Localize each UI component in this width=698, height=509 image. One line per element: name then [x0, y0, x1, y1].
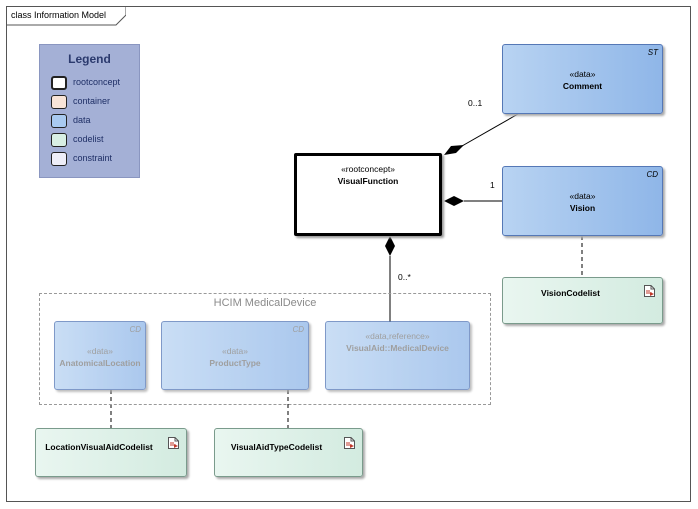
class-name: LocationVisualAidCodelist	[45, 442, 153, 452]
type-tag: CD	[129, 325, 141, 334]
class-visual-aid-type-codelist[interactable]: VisualAidTypeCodelist	[214, 428, 363, 477]
class-product-type[interactable]: CD «data» ProductType	[161, 321, 309, 390]
class-visual-function[interactable]: «rootconcept» VisualFunction	[294, 153, 442, 236]
codelist-document-icon	[168, 437, 179, 449]
legend-swatch-data	[51, 114, 67, 128]
class-name: VisualFunction	[337, 176, 399, 186]
class-stereotype: «data»	[569, 191, 596, 201]
type-tag: ST	[647, 48, 658, 57]
legend-swatch-container	[51, 95, 67, 109]
vision-composition-diamond	[444, 196, 464, 206]
legend-swatch-rootconcept	[51, 76, 67, 90]
legend-swatch-constraint	[51, 152, 67, 166]
class-stereotype: «data»	[87, 346, 113, 356]
frame-title: class Information Model	[11, 10, 107, 20]
type-tag: CD	[646, 170, 658, 179]
legend-label: container	[73, 96, 111, 106]
legend-swatch-codelist	[51, 133, 67, 147]
class-anatomical-location[interactable]: CD «data» AnatomicalLocation	[54, 321, 146, 390]
multiplicity-comment: 0..1	[468, 98, 483, 108]
class-vision-codelist[interactable]: VisionCodelist	[502, 277, 663, 324]
comment-composition-diamond	[444, 145, 464, 155]
legend-title: Legend	[68, 52, 111, 66]
legend-label: rootconcept	[73, 77, 121, 87]
class-name: Comment	[562, 81, 603, 91]
class-location-visual-aid-codelist[interactable]: LocationVisualAidCodelist	[35, 428, 187, 477]
package-label: HCIM MedicalDevice	[213, 297, 317, 309]
class-stereotype: «rootconcept»	[341, 164, 395, 174]
multiplicity-visual-aid: 0..*	[398, 272, 411, 282]
class-name: VisionCodelist	[541, 288, 600, 298]
package-hcim-medicaldevice[interactable]: HCIM MedicalDevice	[39, 293, 491, 405]
class-name: ProductType	[209, 358, 261, 368]
class-vision[interactable]: CD «data» Vision	[502, 166, 663, 236]
comment-association-line	[454, 113, 519, 151]
multiplicity-vision: 1	[490, 180, 495, 190]
class-name: AnatomicalLocation	[59, 358, 141, 368]
frame-title-tab: class Information Model	[6, 6, 126, 26]
class-name: Vision	[569, 203, 596, 213]
class-visual-aid-medical-device[interactable]: «data,reference» VisualAid::MedicalDevic…	[325, 321, 470, 390]
class-stereotype: «data,reference»	[365, 331, 430, 341]
legend-label: constraint	[73, 153, 113, 163]
codelist-document-icon	[344, 437, 355, 449]
legend-label: codelist	[73, 134, 104, 144]
legend-label: data	[73, 115, 91, 125]
class-stereotype: «data»	[222, 346, 248, 356]
class-name: VisualAid::MedicalDevice	[346, 343, 449, 353]
diagram-frame	[6, 6, 691, 502]
class-stereotype: «data»	[569, 69, 596, 79]
visualaid-composition-diamond	[385, 236, 395, 256]
frame-tab-outline	[6, 6, 126, 26]
legend: Legend rootconcept container data codeli…	[39, 44, 140, 178]
class-comment[interactable]: ST «data» Comment	[502, 44, 663, 114]
codelist-document-icon	[644, 285, 655, 297]
type-tag: CD	[292, 325, 304, 334]
class-name: VisualAidTypeCodelist	[230, 442, 323, 452]
